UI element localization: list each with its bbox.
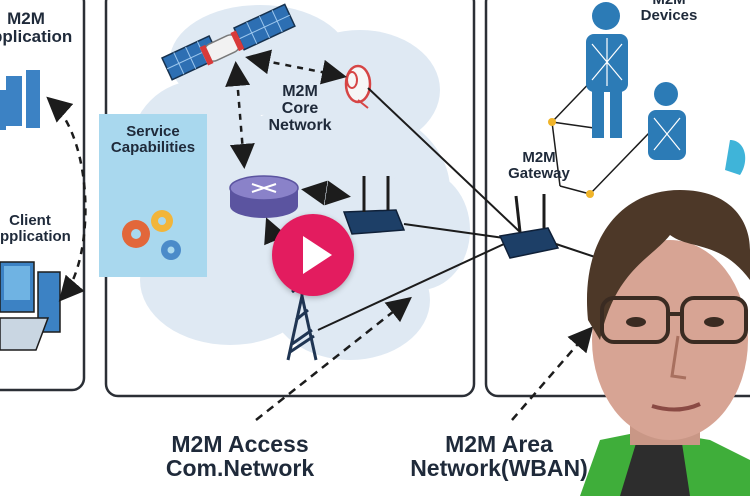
satellite-router-arrow <box>225 61 255 169</box>
server-icon <box>0 70 40 130</box>
wban-node <box>586 190 594 198</box>
area-network-caption: M2M Area Network(WBAN) <box>410 431 588 482</box>
wban-node <box>548 118 556 126</box>
application-label: M2M Application <box>0 9 73 46</box>
play-button[interactable] <box>272 214 354 296</box>
gear-icon <box>122 210 181 260</box>
access-network-caption: M2M Access Com.Network <box>165 431 315 482</box>
tower-gateway-line <box>317 243 505 331</box>
ap-gateway-line <box>403 223 505 239</box>
satellite-icon <box>161 3 296 81</box>
access-network-pointer <box>255 296 412 421</box>
app-link-arrow <box>46 96 87 302</box>
core-network-label: M2M Core Network <box>268 83 332 134</box>
client-application-label: Client Application <box>0 212 71 245</box>
area-network-pointer <box>511 326 594 421</box>
play-icon <box>303 236 332 274</box>
router-icon <box>229 175 299 218</box>
devices-label: M2M Devices <box>640 0 698 24</box>
satellite-dish-icon <box>344 64 372 109</box>
dish-gateway-line <box>367 87 521 233</box>
gateway-icon <box>498 194 560 259</box>
service-capabilities-box <box>99 114 207 277</box>
access-point-icon <box>342 176 406 235</box>
gateway-label: M2M Gateway <box>508 149 570 182</box>
person-device-icon <box>648 82 686 160</box>
computer-icon <box>0 261 61 351</box>
person-device-icon <box>586 2 628 138</box>
satellite-link-arrow <box>245 49 347 85</box>
presenter-avatar <box>580 140 750 496</box>
service-capabilities-label: Service Capabilities <box>110 123 196 156</box>
